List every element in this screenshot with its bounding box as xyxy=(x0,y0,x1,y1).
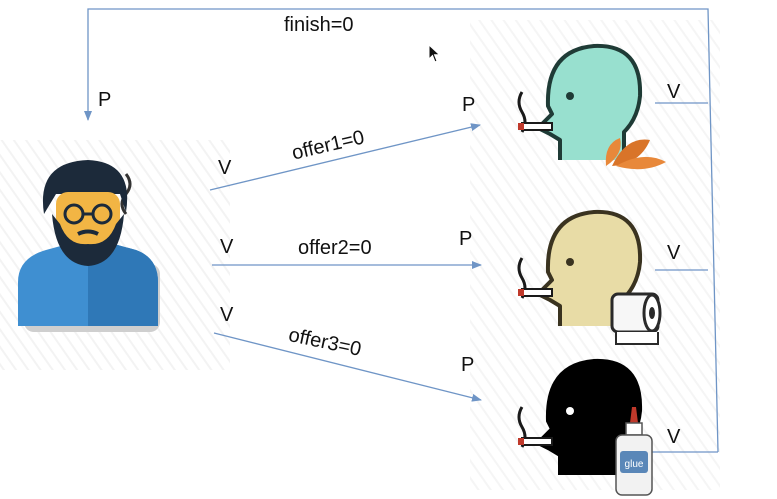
smoker1-v-label: V xyxy=(667,81,681,103)
finish-label: finish=0 xyxy=(284,14,354,36)
smoker3-p-label: P xyxy=(461,354,475,376)
mouse-cursor-icon xyxy=(428,44,441,63)
agent-icon xyxy=(18,160,160,332)
agent-v-label-3: V xyxy=(220,304,234,326)
tobacco-leaf-icon xyxy=(605,138,666,170)
paper-roll-icon xyxy=(610,292,662,345)
smoker2-p-label: P xyxy=(459,228,473,250)
smoker2-v-label: V xyxy=(667,242,681,264)
smoker-paper-icon xyxy=(517,209,662,345)
offer3-arrow xyxy=(213,332,482,402)
offer1-arrow xyxy=(209,123,481,191)
smoker-glue-icon: glue xyxy=(517,358,653,496)
agent-v-label-1: V xyxy=(218,157,232,179)
finish-loop-line xyxy=(84,8,719,453)
smoker3-v-label: V xyxy=(667,426,681,448)
glue-bottle-icon: glue xyxy=(615,407,653,496)
agent-v-label-2: V xyxy=(220,236,234,258)
smoker-tobacco-icon xyxy=(517,43,666,170)
smoker1-p-label: P xyxy=(462,94,476,116)
agent-p-label: P xyxy=(98,89,112,111)
glue-label: glue xyxy=(625,459,644,470)
offer2-label: offer2=0 xyxy=(298,237,372,259)
